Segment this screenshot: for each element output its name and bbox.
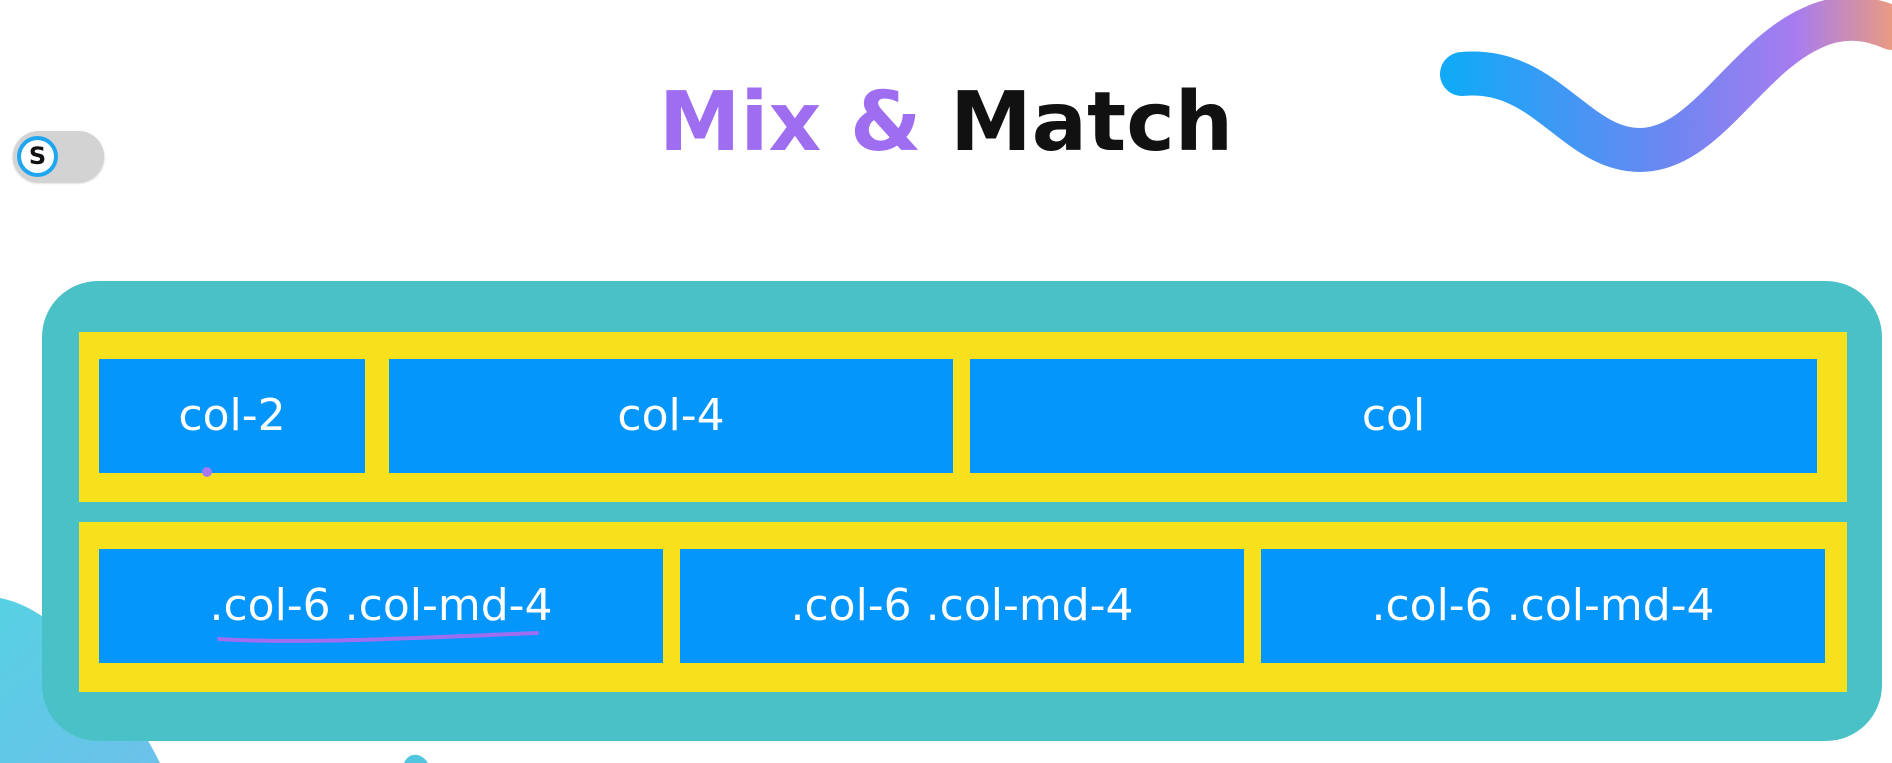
blob-decoration-small	[404, 754, 428, 763]
toggle-switch[interactable]: S	[13, 131, 104, 182]
grid-column-col: col	[970, 359, 1817, 473]
grid-row-1: col-2 col-4 col	[79, 332, 1847, 502]
wave-decoration	[1440, 0, 1892, 173]
grid-column-col-6-md-4: .col-6 .col-md-4	[680, 549, 1244, 663]
page-title: Mix & Match	[0, 68, 1892, 178]
title-mix: Mix	[658, 75, 822, 170]
grid-column-col-2: col-2	[99, 359, 365, 473]
title-match: Match	[950, 75, 1234, 170]
s-badge-icon: S	[17, 136, 58, 177]
grid-column-col-6-md-4: .col-6 .col-md-4	[1261, 549, 1825, 663]
grid-column-col-6-md-4: .col-6 .col-md-4	[99, 549, 663, 663]
grid-column-col-4: col-4	[389, 359, 953, 473]
grid-container: col-2 col-4 col .col-6 .col-md-4 .col-6 …	[42, 281, 1882, 741]
toggle-badge-letter: S	[21, 140, 54, 173]
title-ampersand: &	[849, 75, 922, 170]
grid-row-2: .col-6 .col-md-4 .col-6 .col-md-4 .col-6…	[79, 522, 1847, 692]
